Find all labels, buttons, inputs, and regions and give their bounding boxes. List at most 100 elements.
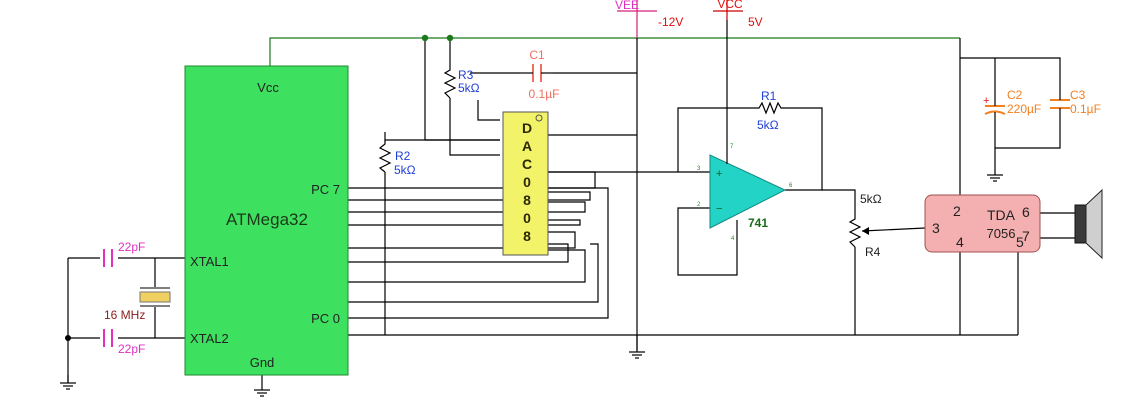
potentiometer-r4[interactable]: 5kΩ R4 [848, 192, 882, 259]
c3-name: C3 [1070, 88, 1086, 102]
mcu-pc0-pin: PC 0 [311, 311, 340, 326]
r1-name: R1 [761, 89, 777, 103]
capacitor-c3[interactable]: C3 0.1µF [1050, 88, 1101, 118]
opamp-741[interactable]: + − 3 2 6 7 4 741 [697, 144, 793, 242]
opamp-minus: − [716, 203, 722, 215]
bus-pc0a [348, 243, 599, 303]
crystal-frequency: 16 MHz [104, 308, 145, 322]
c2-plate-curved [984, 110, 1006, 115]
r2-value: 5kΩ [394, 163, 416, 177]
resistor-r1[interactable]: R1 5kΩ [755, 89, 785, 132]
dac-letter: 8 [523, 228, 531, 244]
dac-letter: A [522, 138, 532, 154]
wire-r3-dac [449, 98, 500, 156]
vcc-supply: VCC 5V [713, 0, 763, 29]
ground-symbol-main [629, 351, 645, 359]
amp-pin6: 6 [1022, 204, 1030, 220]
wire-r2-top [384, 132, 500, 141]
r4-wiper [862, 227, 869, 235]
r1-zigzag [755, 101, 785, 115]
dac-body [502, 111, 549, 256]
wire-r3-dac-2 [477, 100, 500, 121]
opamp-pin3: 3 [697, 166, 701, 172]
tda7056-amplifier[interactable]: TDA 7056 2 3 4 5 6 7 [924, 194, 1041, 253]
opamp-pin2: 2 [697, 202, 701, 208]
vee-supply: VEE -12V [615, 0, 683, 29]
amp-pin2: 2 [953, 203, 961, 219]
opamp-name: 741 [748, 216, 768, 230]
opamp-pin7: 7 [730, 144, 734, 150]
xtal-cap-bottom[interactable]: 22pF [103, 329, 145, 356]
opamp-pin6: 6 [789, 183, 793, 189]
wire-fb-left [677, 107, 755, 172]
opamp-body [709, 154, 787, 229]
wire-out-pot [822, 189, 856, 215]
amp-name: TDA [987, 207, 1016, 223]
crystal-oscillator[interactable]: 16 MHz [104, 287, 171, 322]
bus-pc0 [348, 187, 609, 319]
mcu-xtal1-pin: XTAL1 [190, 254, 229, 269]
vcc-bus-wire [269, 37, 960, 66]
vee-label: VEE [615, 0, 639, 12]
junction-dot [421, 34, 429, 42]
junction-dot [65, 335, 71, 341]
dac-pin1-marker [535, 114, 543, 122]
vee-value: -12V [658, 15, 683, 29]
wire-cap-bottom [994, 118, 1061, 149]
ground-symbol-mcu [254, 389, 270, 397]
mcu-pc7-pin: PC 7 [311, 182, 340, 197]
crystal-body [139, 291, 171, 303]
dac-letter: 0 [523, 174, 531, 190]
c1-value: 0.1µF [529, 87, 560, 101]
amp-body [924, 194, 1041, 253]
resistor-r2[interactable]: R2 5kΩ [378, 140, 416, 177]
dac-letter: 8 [523, 192, 531, 208]
mcu-body [184, 65, 349, 376]
wire-fb-right [785, 107, 823, 191]
r2-zigzag [378, 140, 392, 173]
r3-name: R3 [458, 68, 474, 82]
r4-name: R4 [865, 245, 881, 259]
opamp-pin4: 4 [731, 236, 735, 242]
amp-part: 7056 [987, 226, 1016, 241]
xtal-cap-bottom-value: 22pF [118, 342, 145, 356]
opamp-plus: + [716, 168, 722, 180]
c2-value: 220µF [1007, 102, 1041, 116]
amp-pin3: 3 [932, 220, 940, 236]
atmega32-chip[interactable]: Vcc ATMega32 PC 7 PC 0 XTAL1 XTAL2 Gnd [184, 65, 349, 376]
amp-pin5: 5 [1016, 234, 1024, 250]
junction-dot [446, 34, 454, 42]
r2-name: R2 [395, 149, 411, 163]
bus-pc4 [348, 219, 581, 226]
speaker[interactable] [1074, 188, 1103, 260]
dac-letter: C [522, 156, 532, 172]
mcu-vcc-pin: Vcc [257, 80, 279, 95]
dac-letter: 0 [523, 210, 531, 226]
speaker-cone [1085, 188, 1103, 260]
resistor-r3[interactable]: R3 5kΩ [443, 66, 480, 99]
bus-pc3 [348, 231, 576, 249]
speaker-magnet [1074, 204, 1087, 244]
r4-value: 5kΩ [860, 192, 882, 206]
xtal-cap-top-value: 22pF [118, 240, 145, 254]
mcu-gnd-pin: Gnd [250, 355, 275, 370]
capacitor-c1[interactable]: C1 0.1µF [520, 48, 559, 101]
dac-letter: D [522, 120, 532, 136]
capacitor-c2[interactable]: + C2 220µF [983, 88, 1041, 120]
r3-value: 5kΩ [458, 81, 480, 95]
bus-pc1 [348, 249, 586, 283]
wire-cap-top [960, 57, 1061, 88]
ground-symbol-xtal [60, 375, 76, 390]
dac0808-chip[interactable]: DAC 0 8 0 8 [502, 111, 549, 256]
wire-pot-amp [861, 227, 926, 232]
r1-value: 5kΩ [757, 118, 779, 132]
c1-name: C1 [529, 48, 545, 62]
r3-zigzag [443, 66, 457, 99]
dac-letters: DAC 0 8 0 8 [522, 120, 532, 244]
bus-pc7 [348, 171, 596, 189]
wire-minus-in [677, 207, 738, 276]
bus-pc5 [348, 201, 586, 213]
xtal-cap-top[interactable]: 22pF [103, 240, 145, 267]
amp-pin4: 4 [956, 234, 964, 250]
